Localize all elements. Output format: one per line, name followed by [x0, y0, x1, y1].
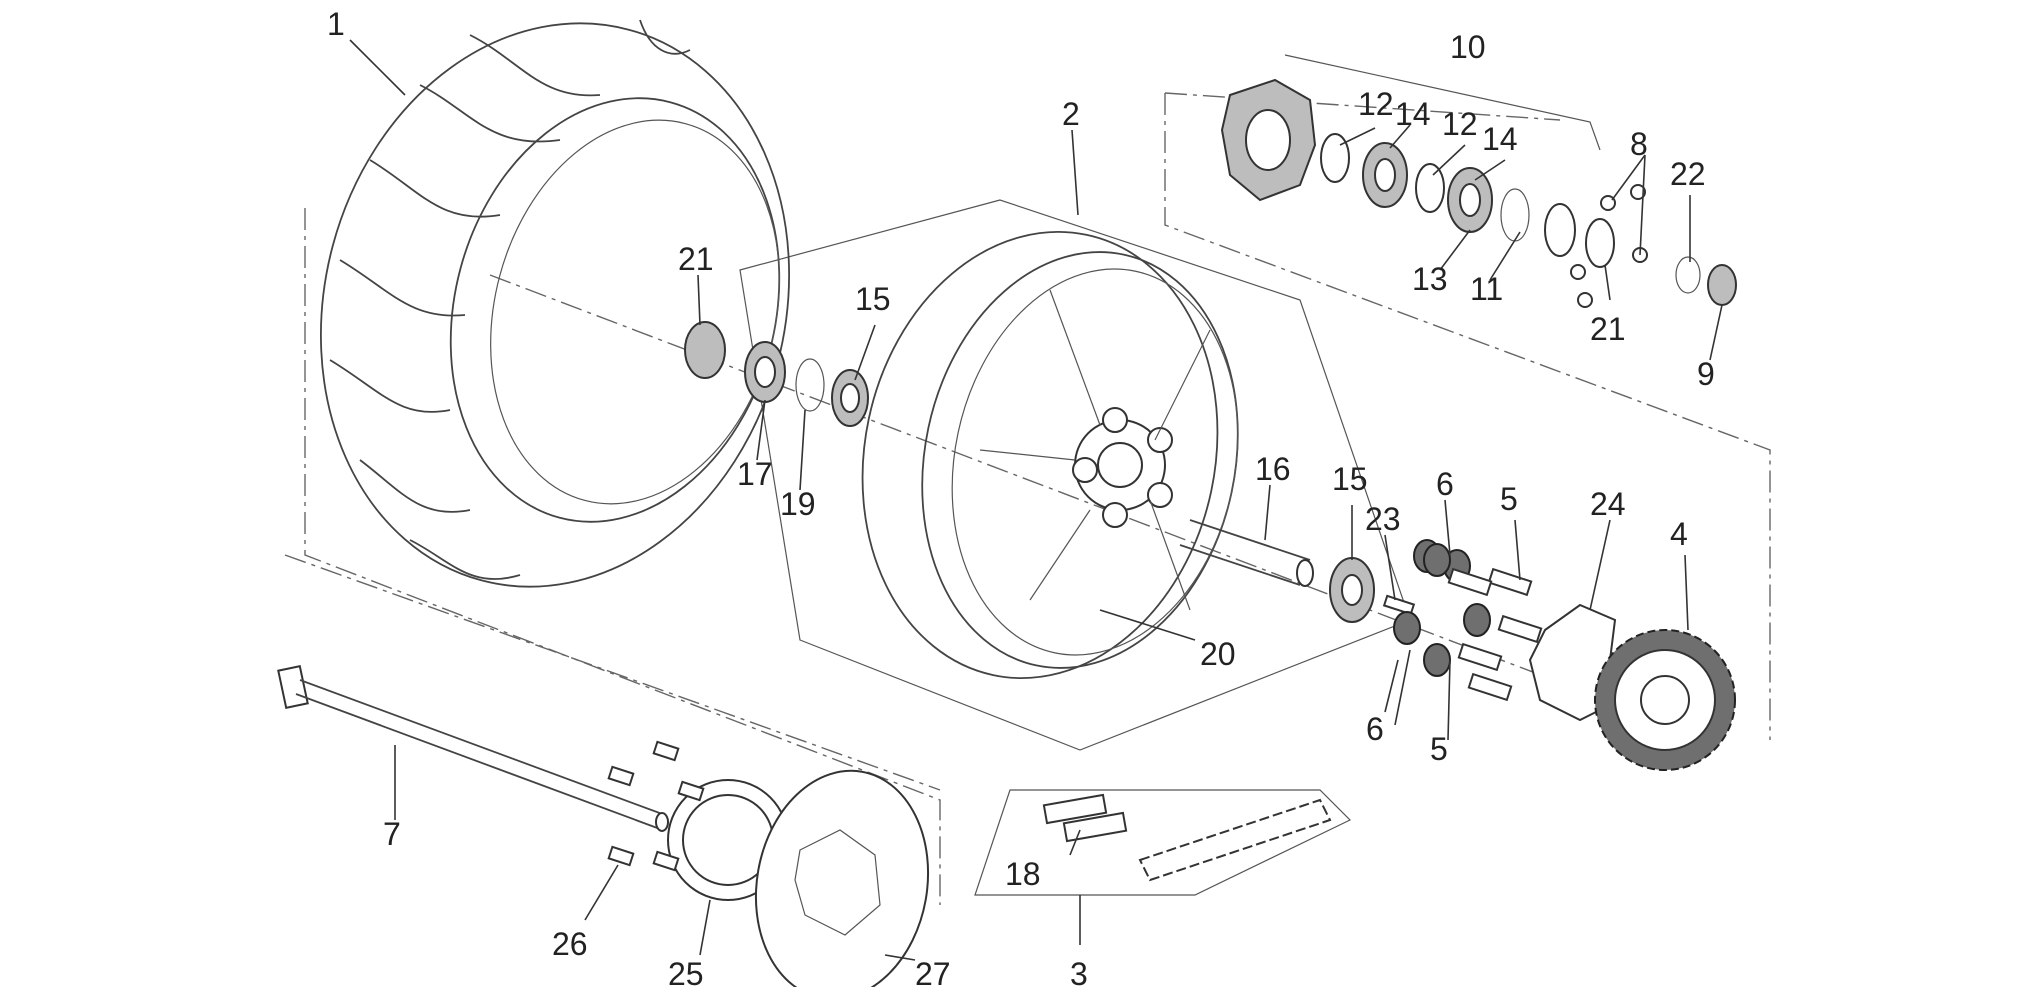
callout-9: 9	[1697, 356, 1715, 392]
callout-5b: 5	[1430, 731, 1448, 767]
outline-axle-bracket	[304, 208, 941, 905]
callout-labels: 1 2 3 4 5 5 6 6 7 8 9 10 11 12 12 13 14 …	[327, 6, 1715, 987]
callout-24: 24	[1590, 486, 1626, 522]
outline-chain-group	[974, 789, 1352, 896]
outline-hub-dash	[1164, 93, 1771, 740]
group-outlines	[284, 54, 1771, 905]
callout-4: 4	[1670, 516, 1688, 552]
brake-group	[607, 740, 930, 987]
callout-16: 16	[1255, 451, 1291, 487]
callout-15a: 15	[855, 281, 891, 317]
callout-13: 13	[1412, 261, 1448, 297]
callout-10: 10	[1450, 29, 1486, 65]
right-bearing	[1329, 557, 1416, 623]
callout-27: 27	[915, 956, 951, 987]
callout-7: 7	[383, 816, 401, 852]
left-hub-parts	[684, 321, 869, 427]
callout-20: 20	[1200, 636, 1236, 672]
callout-1: 1	[327, 6, 345, 42]
tyre	[320, 19, 790, 588]
callout-8: 8	[1630, 126, 1648, 162]
callout-19: 19	[780, 486, 816, 522]
spacer-tube	[1179, 519, 1314, 587]
hub-flange-group	[1220, 78, 1737, 308]
callout-12b: 12	[1442, 106, 1478, 142]
callout-18: 18	[1005, 856, 1041, 892]
callout-21b: 21	[1590, 311, 1626, 347]
callout-5a: 5	[1500, 481, 1518, 517]
callout-11: 11	[1470, 271, 1503, 307]
callout-6a: 6	[1436, 466, 1454, 502]
outline-wheel-assembly	[739, 199, 1411, 751]
callout-23: 23	[1365, 501, 1401, 537]
outline-hub-group-top	[1284, 54, 1601, 151]
sprocket	[1594, 629, 1736, 771]
axle	[277, 664, 669, 832]
outline-hub-dash-top	[1164, 92, 1561, 121]
callout-22: 22	[1670, 156, 1706, 192]
callout-17: 17	[737, 456, 773, 492]
outline-rear-dash	[284, 554, 941, 791]
wheel-rim	[861, 231, 1239, 679]
callout-15b: 15	[1332, 461, 1368, 497]
callout-6b: 6	[1366, 711, 1384, 747]
leader-lines	[349, 39, 1723, 961]
callout-14b: 14	[1482, 121, 1518, 157]
callout-2: 2	[1062, 96, 1080, 132]
chain-group	[1042, 793, 1332, 882]
callout-14a: 14	[1395, 96, 1431, 132]
callout-26: 26	[552, 926, 588, 962]
callout-25: 25	[668, 956, 704, 987]
callout-21a: 21	[678, 241, 714, 277]
callout-3: 3	[1070, 956, 1088, 987]
cush-drive	[1393, 539, 1543, 702]
callout-12a: 12	[1358, 86, 1394, 122]
